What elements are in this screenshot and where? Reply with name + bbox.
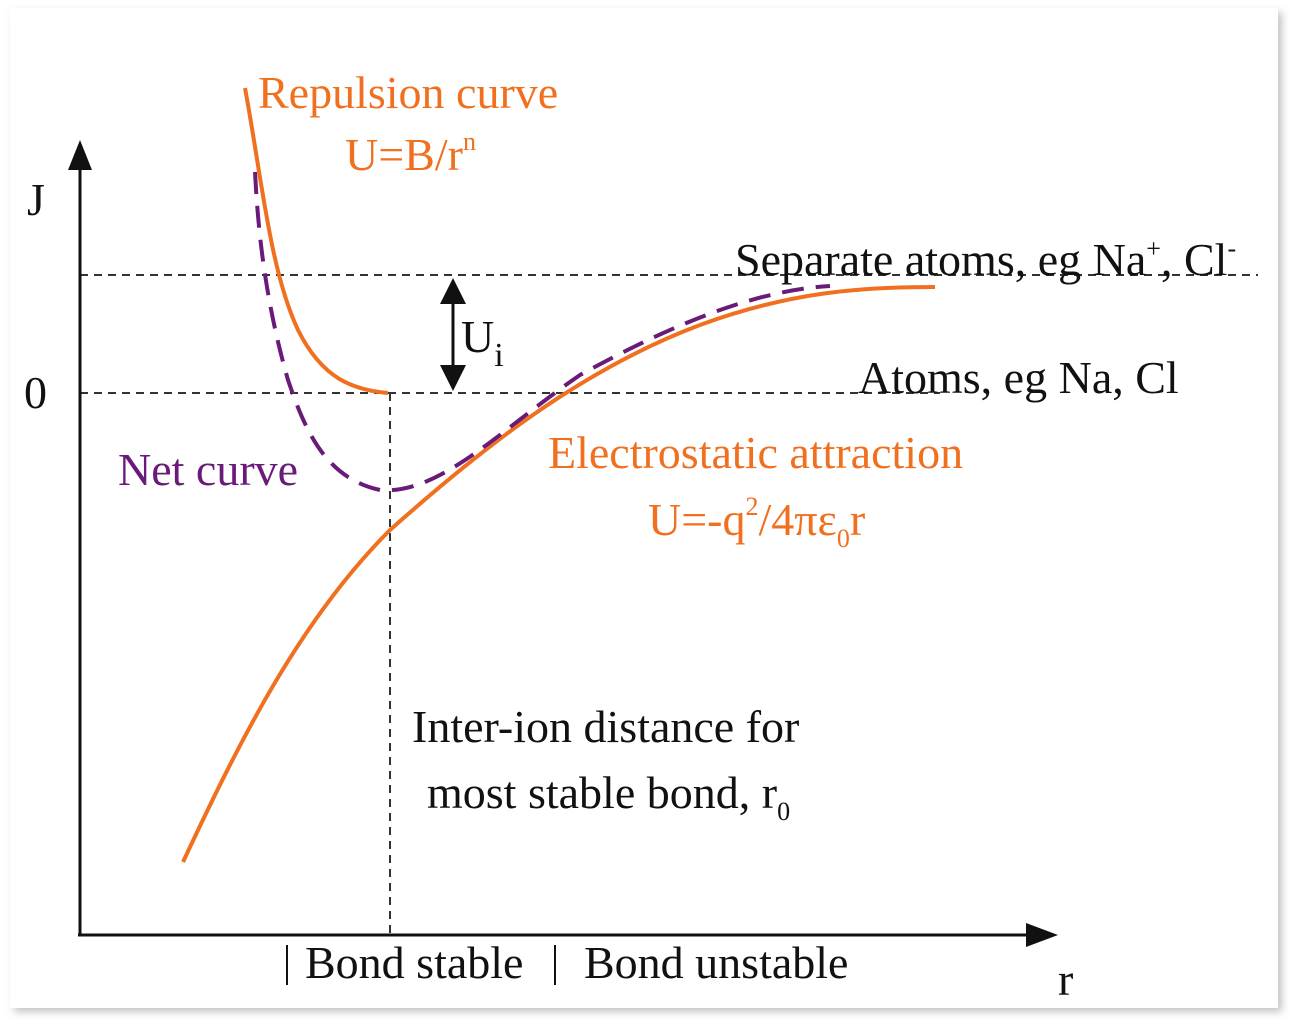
y-axis-label: J <box>27 174 45 225</box>
x-axis-label: r <box>1058 954 1073 1005</box>
ui-arrow-down-icon <box>440 365 466 391</box>
repulsion-formula: U=B/rn <box>345 127 476 180</box>
atoms-label: Atoms, eg Na, Cl <box>858 352 1179 403</box>
inter-ion-line2: most stable bond, r0 <box>427 767 790 826</box>
attraction-formula: U=-q2/4πε0r <box>648 492 865 553</box>
panel-background <box>10 8 1278 1008</box>
net-curve-label: Net curve <box>118 444 298 495</box>
net-curve <box>253 171 831 493</box>
inter-ion-line1: Inter-ion distance for <box>412 701 799 752</box>
separate-atoms-label: Separate atoms, eg Na+, Cl- <box>735 234 1236 285</box>
ui-label: Ui <box>461 311 504 374</box>
attraction-title: Electrostatic attraction <box>548 427 963 478</box>
y-axis-arrow-icon <box>68 140 92 170</box>
bond-unstable-label: Bond unstable <box>584 937 848 988</box>
x-axis-arrow-icon <box>1026 923 1058 947</box>
repulsion-title: Repulsion curve <box>258 67 558 118</box>
zero-label: 0 <box>24 367 47 418</box>
bond-stable-label: Bond stable <box>305 937 523 988</box>
ui-arrow-up-icon <box>440 278 466 304</box>
repulsion-curve <box>243 87 389 395</box>
attraction-curve <box>181 285 936 863</box>
